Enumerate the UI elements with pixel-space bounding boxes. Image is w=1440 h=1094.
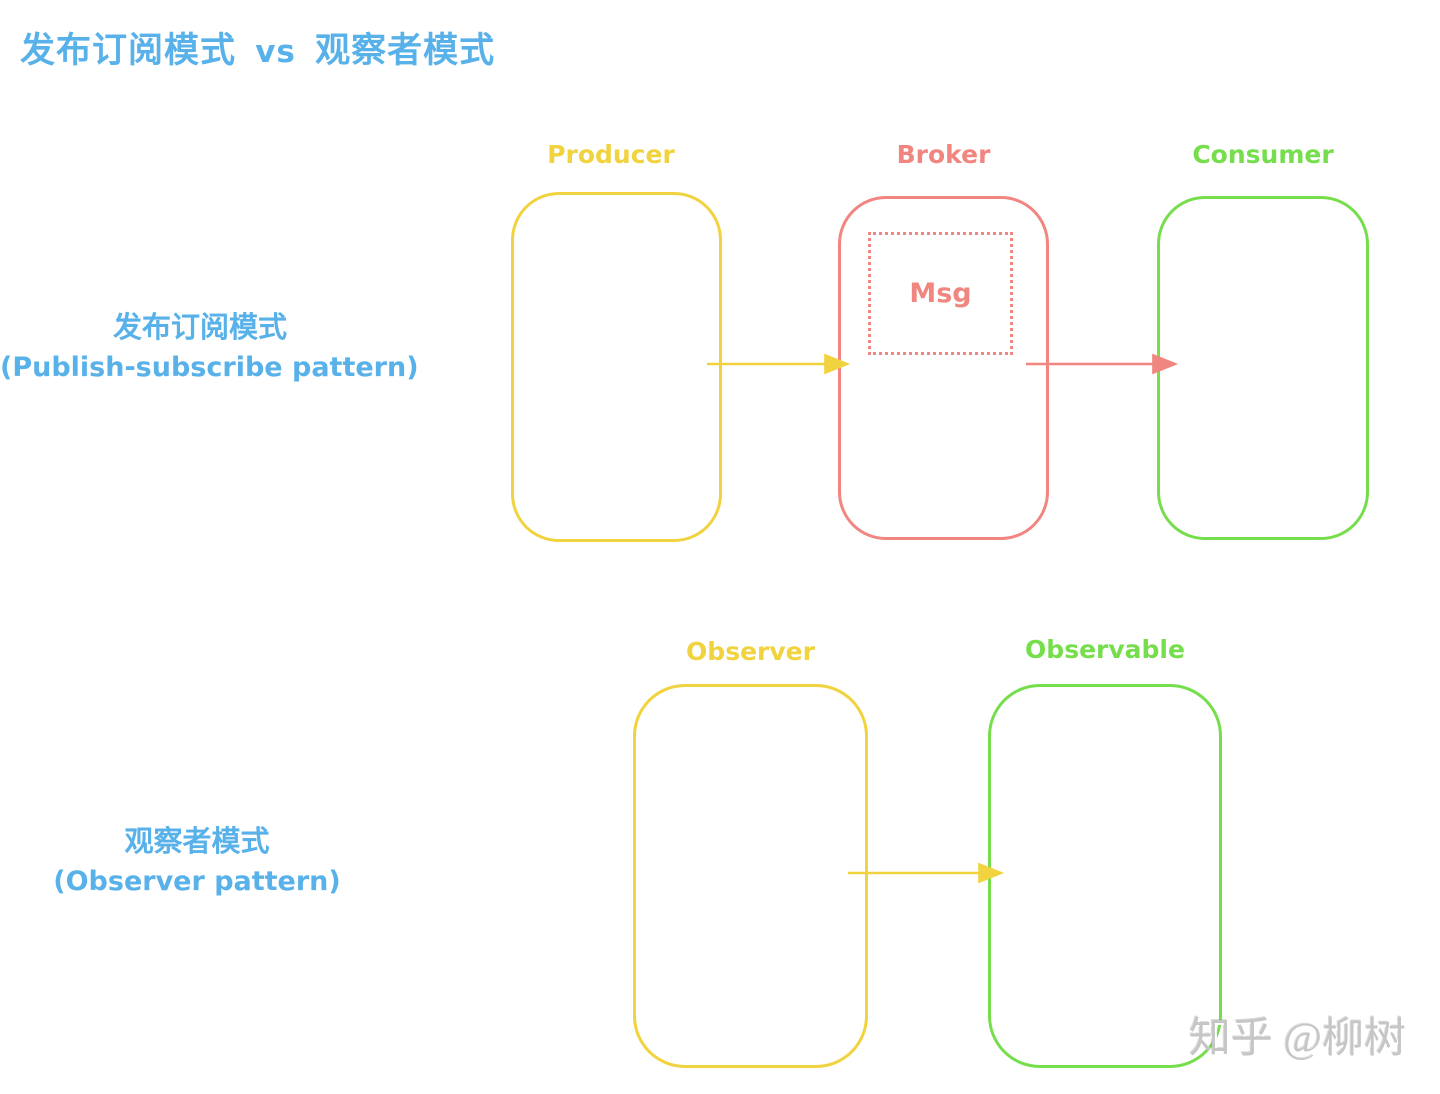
pubsub-label-en: (Publish-subscribe pattern) bbox=[0, 352, 419, 383]
title-left-text: 发布订阅模式 bbox=[20, 31, 237, 70]
title-right-text: 观察者模式 bbox=[315, 31, 496, 70]
consumer-box bbox=[1157, 196, 1369, 540]
observer-label-en: (Observer pattern) bbox=[53, 866, 341, 897]
producer-label: Producer bbox=[547, 140, 675, 169]
observer-box bbox=[633, 684, 868, 1068]
pubsub-section-label: 发布订阅模式 (Publish-subscribe pattern) bbox=[0, 308, 419, 388]
observable-box bbox=[988, 684, 1222, 1068]
observer-section-label: 观察者模式 (Observer pattern) bbox=[0, 822, 394, 902]
msg-label: Msg bbox=[909, 278, 972, 309]
observable-label: Observable bbox=[1025, 635, 1185, 664]
title-vs-text: vs bbox=[255, 34, 296, 70]
pubsub-label-zh: 发布订阅模式 bbox=[112, 312, 287, 344]
consumer-label: Consumer bbox=[1192, 140, 1334, 169]
observer-label: Observer bbox=[686, 637, 815, 666]
watermark: 知乎 @柳树 bbox=[1188, 1016, 1406, 1062]
broker-label: Broker bbox=[896, 140, 991, 169]
msg-box: Msg bbox=[868, 232, 1013, 355]
page-title: 发布订阅模式 vs 观察者模式 bbox=[20, 22, 495, 73]
producer-box bbox=[511, 192, 722, 542]
observer-label-zh: 观察者模式 bbox=[124, 826, 270, 858]
